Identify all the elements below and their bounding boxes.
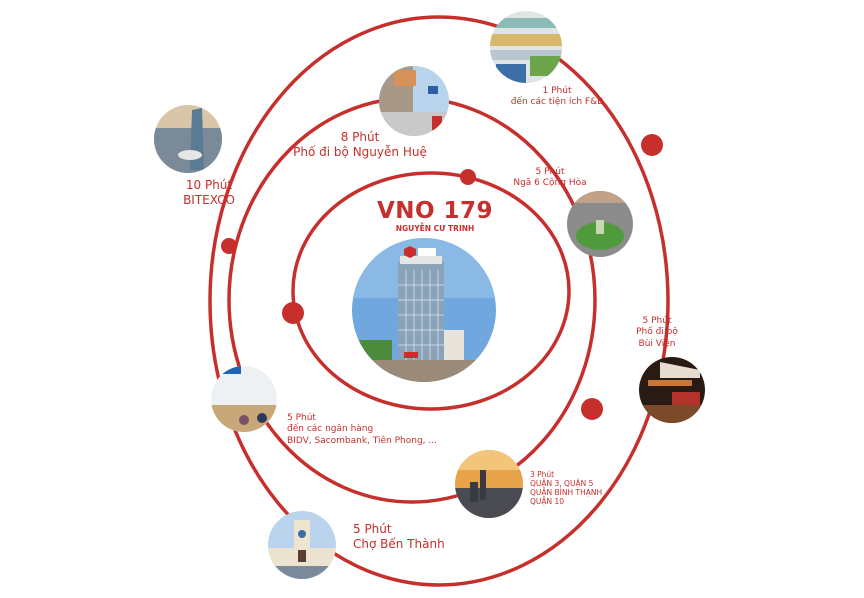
label-bui-vien: 5 Phút Phố đi bộ Bùi Viện — [622, 316, 692, 350]
center-title: VNO 179 — [376, 198, 494, 224]
center-building-image — [352, 238, 496, 382]
label-districts-time: 3 Phút — [530, 470, 555, 479]
label-nguyen-hue-line: Phố đi bộ Nguyễn Huệ — [293, 145, 427, 159]
label-banks-line-2: BIDV, Sacombank, Tiên Phong, ... — [287, 435, 437, 446]
label-nga-6-line: Ngã 6 Cộng Hòa — [513, 178, 587, 189]
bank-image — [211, 366, 277, 432]
center-subtitle: NGUYỄN CƯ TRINH — [395, 224, 475, 233]
ben-thanh-image — [268, 511, 336, 579]
label-bui-vien-time: 5 Phút — [642, 316, 672, 326]
districts-image — [455, 450, 523, 518]
label-fnb: 1 Phút đến các tiện ích F&B — [497, 86, 617, 109]
nguyen-hue-image — [379, 66, 449, 136]
label-districts-line-2: QUẬN BÌNH THẠNH — [530, 488, 603, 497]
label-bui-vien-line-2: Bùi Viện — [638, 338, 676, 349]
label-bui-vien-line-1: Phố đi bộ — [636, 327, 678, 338]
bitexco-image — [154, 105, 222, 173]
label-nga-6-time: 5 Phút — [535, 167, 565, 177]
label-bitexco-line: BITEXCO — [183, 193, 235, 207]
nga-6-image — [567, 191, 633, 257]
label-ben-thanh-time: 5 Phút — [353, 522, 392, 536]
label-banks-time: 5 Phút — [287, 413, 316, 423]
dot-middle-right — [581, 398, 603, 420]
label-fnb-line: đến các tiện ích F&B — [510, 97, 604, 108]
label-districts-line-3: QUẬN 10 — [530, 497, 565, 506]
label-ben-thanh-line: Chợ Bến Thành — [353, 537, 445, 551]
label-banks: 5 Phút đến các ngân hàng BIDV, Sacombank… — [287, 413, 437, 447]
dot-inner-top — [460, 169, 476, 185]
label-districts: 3 Phút QUẬN 3, QUẬN 5 QUẬN BÌNH THẠNH QU… — [530, 470, 602, 506]
label-banks-line-1: đến các ngân hàng — [287, 424, 374, 435]
dot-middle-left — [221, 238, 237, 254]
label-bitexco: 10 Phút BITEXCO — [174, 178, 244, 208]
bui-vien-image — [639, 357, 705, 423]
dot-outer-right — [641, 134, 663, 156]
label-bitexco-time: 10 Phút — [185, 178, 233, 192]
dot-inner-left — [282, 302, 304, 324]
label-nguyen-hue: 8 Phút Phố đi bộ Nguyễn Huệ — [285, 130, 435, 160]
label-nga-6: 5 Phút Ngã 6 Cộng Hòa — [500, 167, 600, 190]
orbit-inner — [291, 171, 571, 411]
orbit-dots — [221, 134, 663, 420]
label-districts-line-1: QUẬN 3, QUẬN 5 — [530, 479, 594, 488]
orbit-outer — [208, 15, 670, 587]
label-ben-thanh: 5 Phút Chợ Bến Thành — [353, 522, 445, 552]
label-nguyen-hue-time: 8 Phút — [340, 130, 380, 144]
fnb-image — [490, 11, 562, 83]
label-fnb-time: 1 Phút — [542, 86, 572, 96]
